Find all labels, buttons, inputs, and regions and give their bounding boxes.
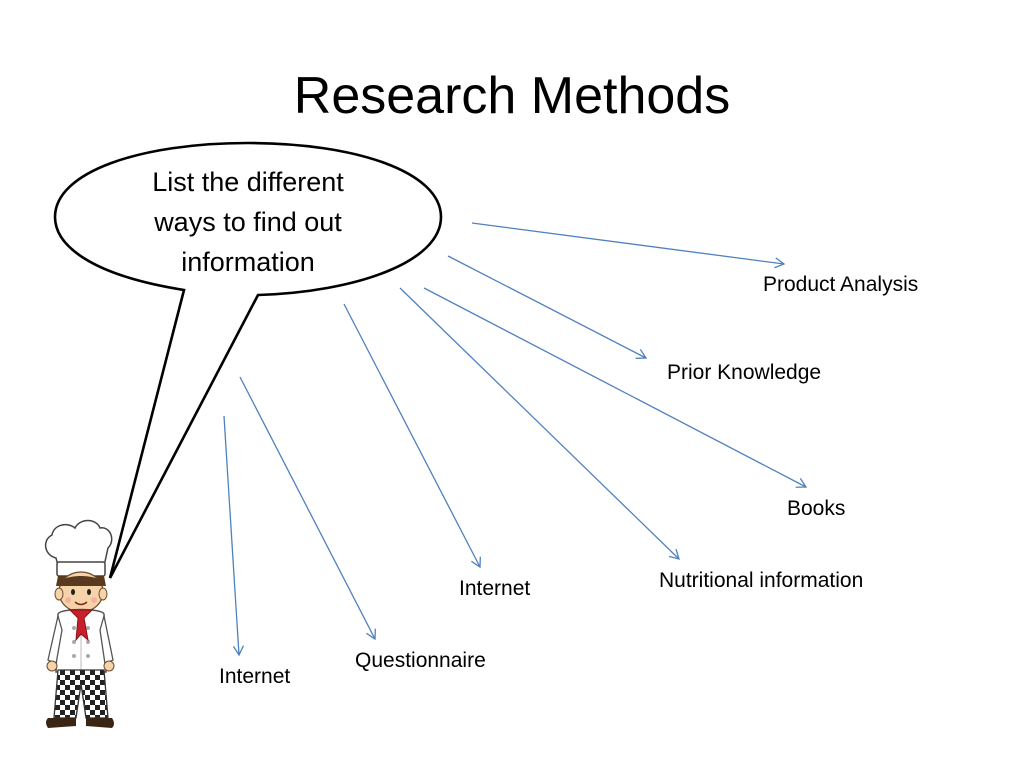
label-internet-2: Internet [219, 665, 291, 688]
arrow-internet-1 [343, 303, 481, 569]
label-questionnaire: Questionnaire [355, 649, 486, 672]
chef-icon [44, 519, 115, 728]
arrow-product-analysis [471, 222, 786, 269]
label-nutritional-information: Nutritional information [659, 569, 864, 592]
label-product-analysis: Product Analysis [763, 273, 919, 296]
slide-title: Research Methods [293, 67, 731, 125]
speech-bubble [53, 141, 443, 579]
arrow-nutritional-information [399, 287, 680, 560]
arrow-prior-knowledge [447, 255, 648, 359]
bubble-line-3: information [181, 247, 315, 277]
arrow-questionnaire [239, 376, 376, 641]
label-books: Books [787, 497, 846, 520]
label-prior-knowledge: Prior Knowledge [667, 361, 822, 384]
arrows [223, 222, 808, 657]
arrow-internet-2 [223, 415, 245, 657]
bubble-line-1: List the different [152, 167, 344, 197]
arrow-books [423, 287, 808, 488]
speech-bubble-text: List the different ways to find out info… [110, 162, 386, 282]
bubble-line-2: ways to find out [154, 207, 342, 237]
label-internet-1: Internet [459, 577, 531, 600]
